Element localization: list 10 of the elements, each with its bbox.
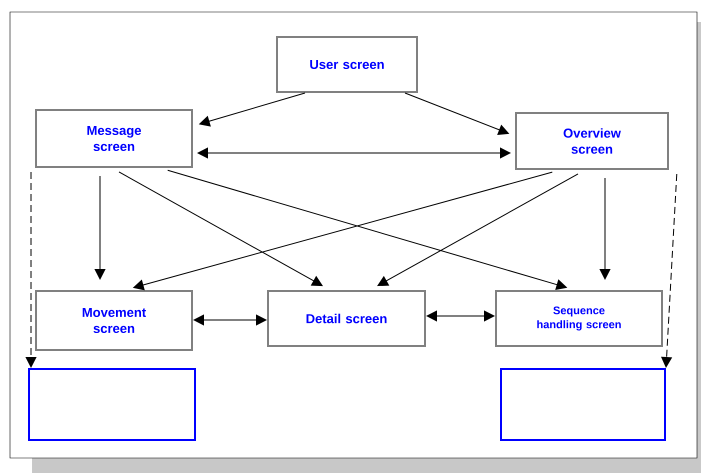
screen-box: Overview screen [515,112,669,170]
arrow [118,171,323,286]
screen-box: User screen [276,36,418,93]
arrow [377,173,579,286]
empty-box [500,368,666,441]
screen-box: Movement screen [35,290,193,351]
screen-box: Sequence handling screen [495,290,663,347]
empty-box [28,368,196,441]
screen-box: Message screen [35,109,193,168]
screen-box: Detail screen [267,290,426,347]
